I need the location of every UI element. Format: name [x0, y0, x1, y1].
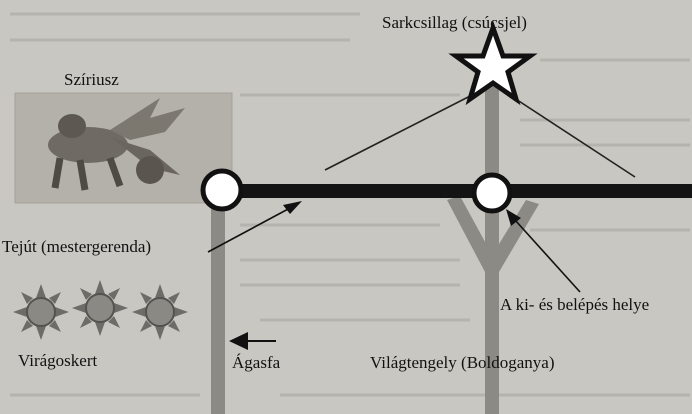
- milky-way-label: Tejút (mestergerenda): [2, 237, 151, 256]
- sun-icon: [132, 284, 188, 340]
- flower-garden-suns: [13, 280, 188, 340]
- polaris-label: Sarkcsillag (csúcsjel): [382, 13, 527, 32]
- star-ray-left: [325, 92, 478, 170]
- entry-ring: [474, 175, 510, 211]
- entry-point-label: A ki- és belépés helye: [500, 295, 649, 314]
- entry-arrow: [506, 209, 580, 292]
- sirius-ring: [203, 171, 241, 209]
- world-axis-label: Világtengely (Boldoganya): [370, 353, 555, 372]
- sun-icon: [72, 280, 128, 336]
- sun-icon: [13, 284, 69, 340]
- branch-pole-label: Ágasfa: [232, 353, 281, 372]
- flower-garden-label: Virágoskert: [18, 351, 98, 370]
- star-ray-right: [505, 92, 635, 177]
- sirius-image: [15, 93, 232, 203]
- branch-pole: [211, 186, 225, 414]
- milky-way-beam: [222, 184, 692, 198]
- branch-pole-arrow: [229, 332, 276, 350]
- sirius-label: Szíriusz: [64, 70, 119, 89]
